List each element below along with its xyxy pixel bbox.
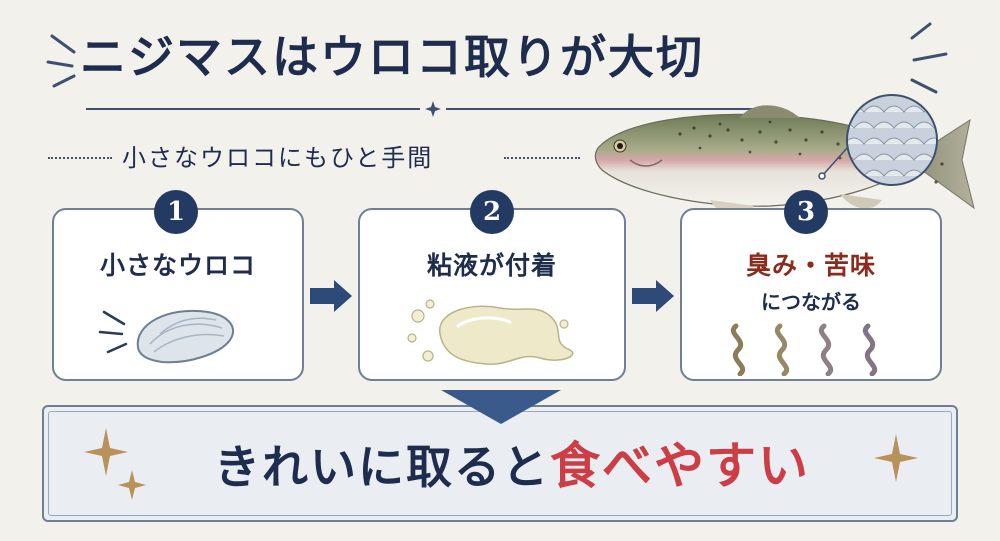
scale-closeup-icon [846, 94, 938, 186]
arrow-right-icon [632, 280, 674, 312]
banner-text: きれいに取ると食べやすい [214, 431, 808, 501]
conclusion-banner: きれいに取ると食べやすい [42, 405, 958, 522]
title-rule-right [446, 108, 780, 110]
arrow-down-icon [441, 390, 561, 424]
step-label-1: 小さなウロコ [99, 251, 256, 280]
scale-icon [98, 309, 235, 364]
banner-lead: きれいに取ると [214, 440, 550, 494]
step-badge-2: 2 [470, 190, 514, 234]
title-accent-left-icon [46, 34, 76, 88]
title-accent-right-icon [910, 22, 948, 94]
step-sub-3: につながる [761, 290, 861, 314]
smell-wave-icon [731, 323, 877, 376]
subtitle: 小さなウロコにもひと手間 [122, 144, 434, 172]
step-card-1: 小さなウロコ [52, 208, 304, 381]
step-badge-1: 1 [154, 190, 198, 234]
step-card-2: 粘液が付着 [358, 208, 626, 381]
step-label-2: 粘液が付着 [426, 251, 557, 280]
subtitle-rule-left [48, 157, 112, 159]
fish-illustration [594, 105, 975, 217]
sparkle-icon [874, 434, 918, 482]
banner-accent: 食べやすい [550, 436, 810, 495]
step-label-3: 臭み・苦味 [745, 251, 876, 280]
slime-icon [407, 299, 574, 365]
arrow-right-icon [310, 280, 352, 312]
title-rule-left [86, 108, 420, 110]
step-badge-3: 3 [784, 190, 828, 234]
subtitle-rule-right [504, 157, 580, 159]
step-card-3: 臭み・苦味 につながる [680, 208, 942, 381]
diamond-icon [425, 101, 441, 117]
sparkle-icon [84, 428, 146, 500]
page-title: ニジマスはウロコ取りが大切 [80, 30, 704, 84]
